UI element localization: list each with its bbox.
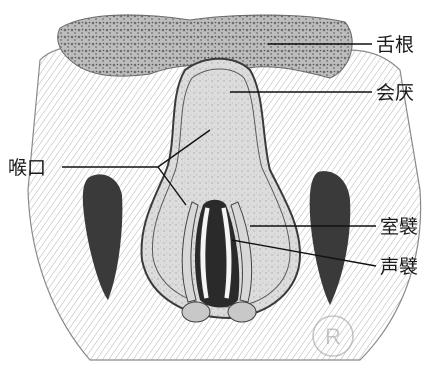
label-vestibular-fold: 室襞 [380,216,418,238]
label-laryngeal-inlet: 喉口 [8,157,46,179]
label-tongue-root: 舌根 [376,34,414,56]
label-epiglottis: 会厌 [376,82,414,104]
svg-text:R: R [325,324,341,349]
label-vocal-fold: 声襞 [380,256,418,278]
